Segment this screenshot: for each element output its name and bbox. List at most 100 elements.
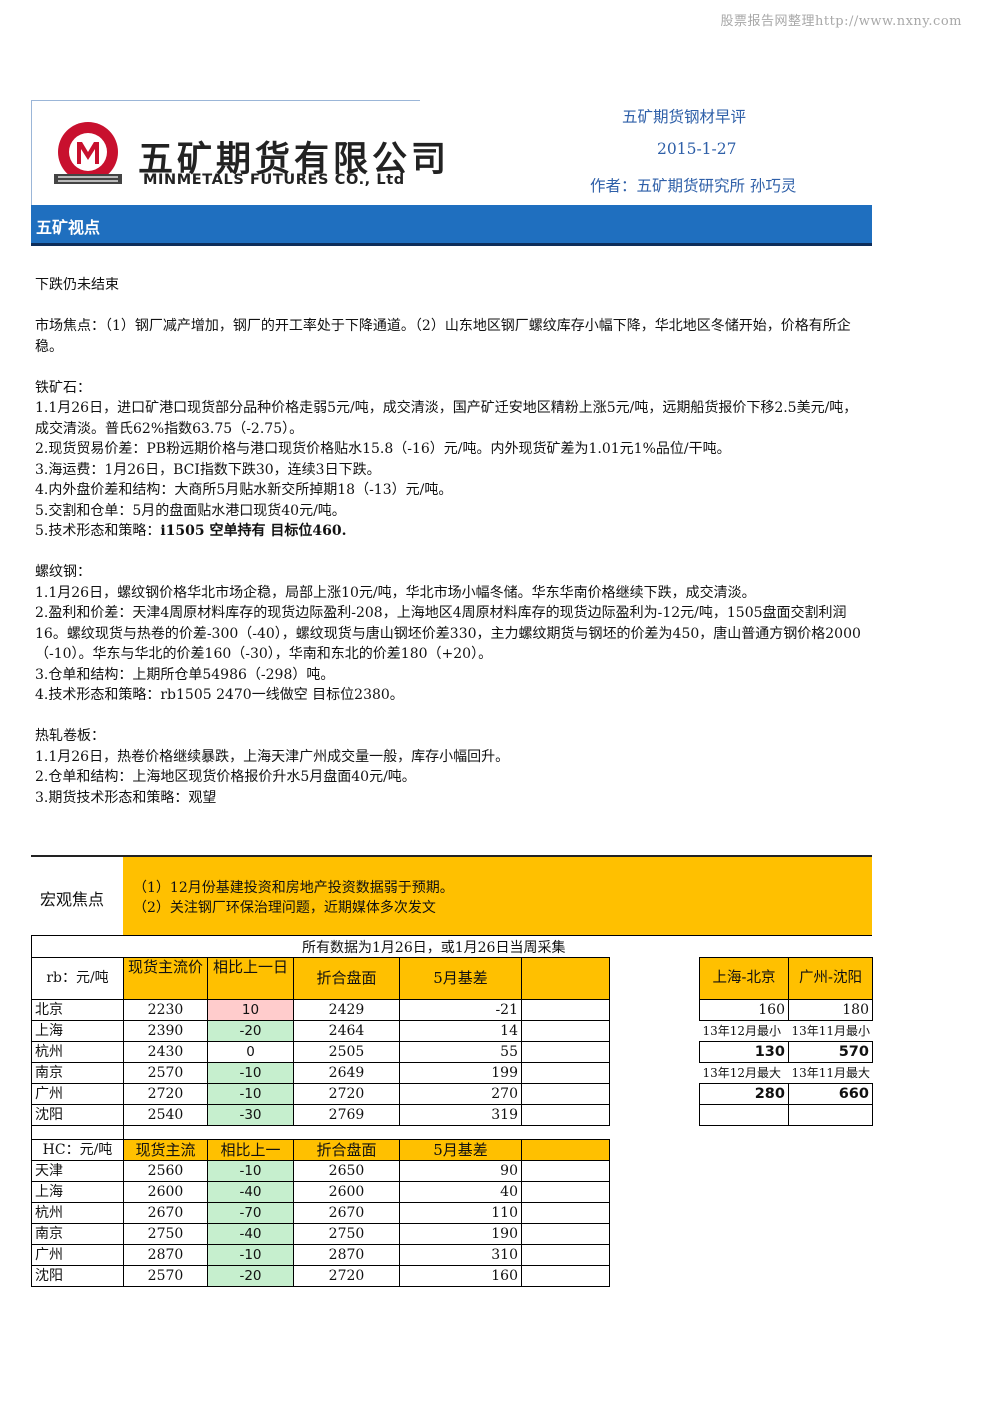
hot-coil-title: 热轧卷板：	[35, 728, 105, 744]
basis-cell: -21	[399, 999, 522, 1021]
hot-coil-item: 3.期货技术形态和策略：观望	[35, 789, 217, 806]
iron-ore-title: 铁矿石：	[35, 379, 91, 396]
report-date: 2015-1-27	[657, 140, 737, 158]
change-cell: -20	[207, 1020, 294, 1042]
macro-item: （2）关注钢厂环保治理问题，近期媒体多次发文	[133, 900, 436, 916]
city-cell: 南京	[31, 1223, 124, 1245]
rebar-item: 4.技术形态和策略：rb1505 2470一线做空 目标位2380。	[35, 687, 404, 703]
iron-ore-strategy: 5.技术形态和策略：i1505 空单持有 目标位460.	[35, 521, 870, 542]
table-row: 北京 2230 10 2429 -21	[31, 999, 610, 1021]
iron-ore-item: 1.1月26日，进口矿港口现货部分品种价格走弱5元/吨，成交清淡，国产矿迁安地区…	[35, 400, 858, 437]
change-cell: -10	[207, 1062, 294, 1084]
table-row: 南京 2570 -10 2649 199	[31, 1062, 610, 1084]
basis-cell: 90	[399, 1160, 522, 1182]
spot-price-cell: 2540	[123, 1104, 208, 1126]
basis-cell: 199	[399, 1062, 522, 1084]
table-row: 13年12月最大 13年11月最大	[700, 1063, 873, 1084]
empty-cell	[521, 1181, 610, 1203]
macro-label-box	[31, 857, 123, 935]
report-author: 作者：五矿期货研究所 孙巧灵	[590, 177, 797, 195]
spot-price-cell: 2390	[123, 1020, 208, 1042]
spot-price-cell: 2720	[123, 1083, 208, 1105]
table-header-cell: HC：元/吨	[31, 1139, 124, 1161]
futures-price-cell: 2505	[293, 1041, 400, 1063]
table-header-cell: 5月基差	[399, 957, 522, 1000]
spread-min-value: 570	[788, 1041, 873, 1063]
empty-cell	[521, 1223, 610, 1245]
empty-cell	[521, 1083, 610, 1105]
change-cell: -10	[207, 1160, 294, 1182]
market-focus: 市场焦点：（1）钢厂减产增加，钢厂的开工率处于下降通道。（2）山东地区钢厂螺纹库…	[35, 318, 851, 355]
rebar-price-table: rb：元/吨 现货主流价 相比上一日 折合盘面 5月基差 北京 2230 10 …	[31, 957, 610, 1147]
rebar-item: 1.1月26日，螺纹钢价格华北市场企稳，局部上涨10元/吨，华北市场小幅冬储。华…	[35, 584, 756, 601]
empty-cell	[521, 1104, 610, 1126]
futures-price-cell: 2650	[293, 1160, 400, 1182]
city-cell: 北京	[31, 999, 124, 1021]
rebar-title: 螺纹钢：	[35, 564, 91, 580]
city-cell: 杭州	[31, 1041, 124, 1063]
table-header-cell	[521, 1139, 610, 1161]
macro-divider	[31, 855, 872, 857]
rebar-item: 3.仓单和结构：上期所仓单54986（-298）吨。	[35, 666, 335, 683]
basis-cell: 310	[399, 1244, 522, 1266]
table-header-cell: 广州-沈阳	[788, 957, 873, 1000]
change-cell: -40	[207, 1223, 294, 1245]
logo-english-name: MINMETALS FUTURES CO., Ltd	[143, 172, 405, 188]
iron-ore-item: 2.现货贸易价差：PB粉远期价格与港口现货价格贴水15.8（-16）元/吨。内外…	[35, 441, 731, 457]
table-row: 沈阳 2540 -30 2769 319	[31, 1104, 610, 1126]
headline: 下跌仍未结束	[35, 277, 119, 293]
spread-max-label: 13年11月最大	[791, 1066, 871, 1080]
change-cell: 10	[207, 999, 294, 1021]
table-row: 上海 2390 -20 2464 14	[31, 1020, 610, 1042]
table-header-row: rb：元/吨 现货主流价 相比上一日 折合盘面 5月基差	[31, 957, 610, 1000]
futures-price-cell: 2720	[293, 1083, 400, 1105]
table-header-cell: 相比上一日	[207, 957, 294, 1000]
basis-cell: 270	[399, 1083, 522, 1105]
empty-cell	[699, 1104, 789, 1126]
table-row: 280 660	[699, 1083, 873, 1105]
empty-cell	[521, 1244, 610, 1266]
futures-price-cell: 2670	[293, 1202, 400, 1224]
basis-cell: 190	[399, 1223, 522, 1245]
iron-ore-item: 3.海运费：1月26日，BCI指数下跌30，连续3日下跌。	[35, 461, 381, 478]
logo-chinese-name: 五矿期货有限公司	[138, 139, 451, 180]
logo-frame	[31, 100, 420, 205]
change-cell: -70	[207, 1202, 294, 1224]
futures-price-cell: 2769	[293, 1104, 400, 1126]
hot-coil-price-table: HC：元/吨 现货主流 相比上一 折合盘面 5月基差 天津 2560 -10 2…	[31, 1139, 610, 1287]
change-cell: 0	[207, 1041, 294, 1063]
change-cell: -30	[207, 1104, 294, 1126]
spot-price-cell: 2570	[123, 1265, 208, 1287]
macro-item: （1）12月份基建投资和房地产投资数据弱于预期。	[133, 880, 454, 896]
table-header-cell: 折合盘面	[293, 1139, 400, 1161]
empty-cell	[521, 1265, 610, 1287]
city-cell: 杭州	[31, 1202, 124, 1224]
table-header-cell: 折合盘面	[293, 957, 400, 1000]
futures-price-cell: 2720	[293, 1265, 400, 1287]
spot-price-cell: 2600	[123, 1181, 208, 1203]
table-row: 广州 2720 -10 2720 270	[31, 1083, 610, 1105]
table-row: 杭州 2670 -70 2670 110	[31, 1202, 610, 1224]
table-row: 天津 2560 -10 2650 90	[31, 1160, 610, 1182]
table-row: 南京 2750 -40 2750 190	[31, 1223, 610, 1245]
table-row	[699, 1104, 873, 1126]
city-cell: 沈阳	[31, 1265, 124, 1287]
spot-price-cell: 2870	[123, 1244, 208, 1266]
futures-price-cell: 2750	[293, 1223, 400, 1245]
table-header-cell	[521, 957, 610, 1000]
empty-cell	[521, 1160, 610, 1182]
table-header-cell: 上海-北京	[699, 957, 789, 1000]
basis-cell: 40	[399, 1181, 522, 1203]
spread-table: 上海-北京 广州-沈阳 160 180 13年12月最小 13年11月最小 13…	[699, 957, 873, 1126]
spread-max-value: 280	[699, 1083, 789, 1105]
empty-cell	[788, 1104, 873, 1126]
hot-coil-item: 1.1月26日，热卷价格继续暴跌，上海天津广州成交量一般，库存小幅回升。	[35, 748, 510, 765]
city-cell: 沈阳	[31, 1104, 124, 1126]
data-note-row	[31, 935, 872, 957]
empty-cell	[521, 1020, 610, 1042]
macro-label: 宏观焦点	[40, 890, 105, 909]
basis-cell: 319	[399, 1104, 522, 1126]
section-title: 五矿视点	[36, 218, 101, 237]
spot-price-cell: 2750	[123, 1223, 208, 1245]
minmetals-emblem-icon	[54, 122, 122, 184]
